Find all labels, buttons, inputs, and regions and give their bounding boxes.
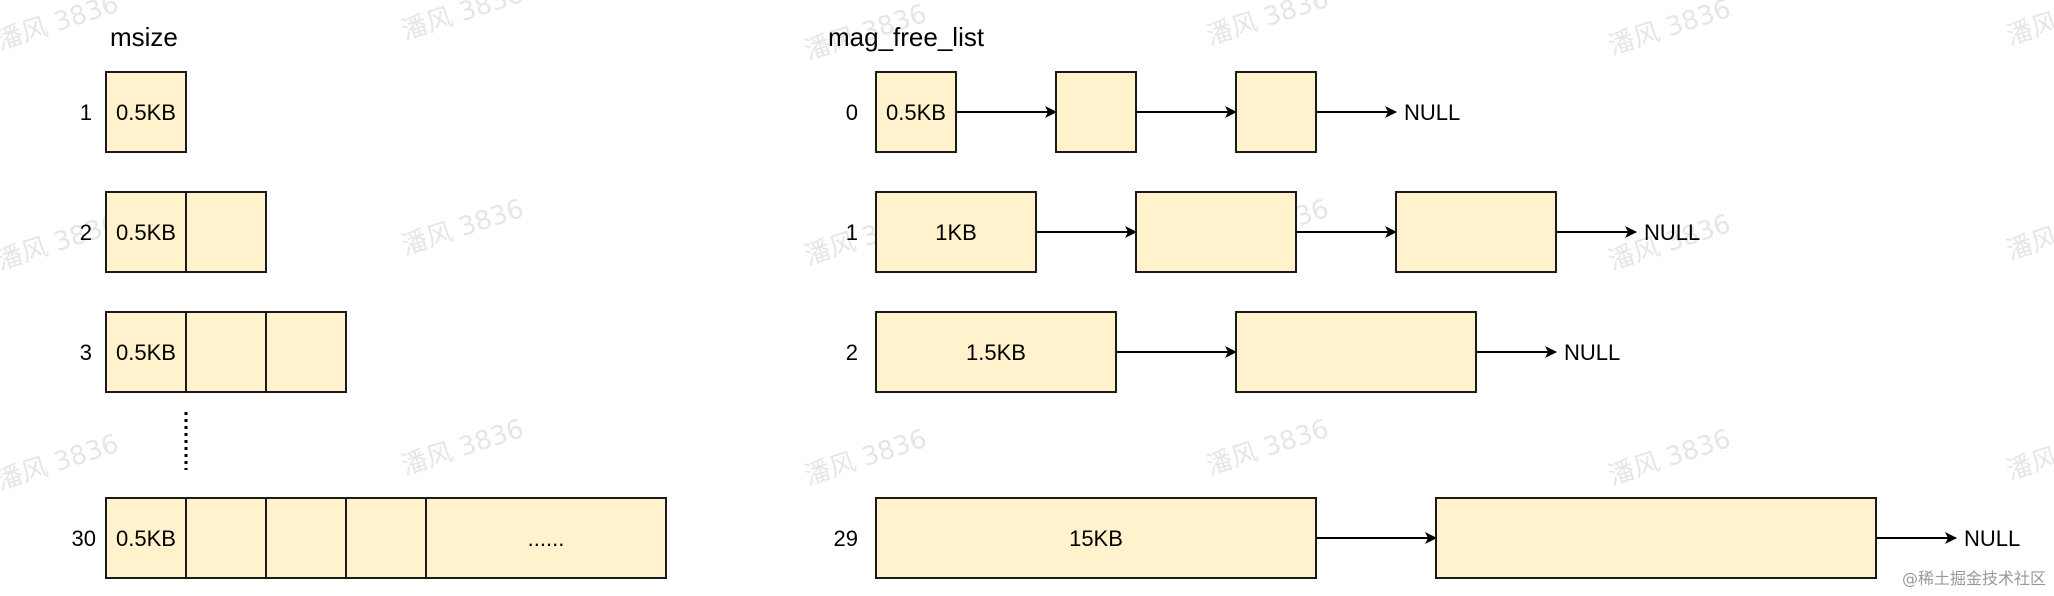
msize-row-index: 3 bbox=[80, 340, 92, 365]
free-list-node-label: 15KB bbox=[1069, 526, 1123, 551]
null-terminator: NULL bbox=[1644, 220, 1700, 245]
source-credit: @稀土掘金技术社区 bbox=[1902, 569, 2046, 588]
watermark: 潘风 3836 bbox=[2003, 199, 2054, 267]
msize-cell-label: 0.5KB bbox=[116, 220, 176, 245]
msize-cell bbox=[185, 191, 267, 273]
msize-cell bbox=[425, 497, 667, 579]
free-list-node bbox=[1435, 497, 1877, 579]
msize-cell-label: 0.5KB bbox=[116, 100, 176, 125]
watermark: 潘风 3836 bbox=[0, 209, 122, 277]
free-list-node bbox=[1235, 311, 1477, 393]
msize-cell bbox=[265, 497, 347, 579]
msize-cell bbox=[345, 497, 427, 579]
watermark: 潘风 3836 bbox=[1605, 0, 1735, 62]
msize-row: 1 0.5KB bbox=[80, 71, 187, 153]
msize-cell-label: 0.5KB bbox=[116, 526, 176, 551]
free-list-row: 1 1KB NULL bbox=[846, 191, 1700, 273]
watermark: 潘风 3836 bbox=[1203, 0, 1333, 52]
free-list-node bbox=[1135, 191, 1297, 273]
free-list-row: 0 0.5KB NULL bbox=[846, 71, 1460, 153]
msize-row: 2 0.5KB bbox=[80, 191, 267, 273]
free-list-node bbox=[1395, 191, 1557, 273]
watermark: 潘风 3836 bbox=[398, 194, 528, 262]
msize-title: msize bbox=[110, 22, 178, 52]
free-list-node bbox=[875, 191, 1037, 273]
watermark: 潘风 3836 bbox=[398, 0, 528, 47]
free-list-row-index: 1 bbox=[846, 220, 858, 245]
free-list-node bbox=[875, 71, 957, 153]
free-list-row-index: 2 bbox=[846, 340, 858, 365]
free-list-row: 2 1.5KB NULL bbox=[846, 311, 1620, 393]
null-terminator: NULL bbox=[1404, 100, 1460, 125]
watermark: 潘风 3836 bbox=[0, 0, 122, 57]
free-list-node-label: 1KB bbox=[935, 220, 977, 245]
msize-cell bbox=[265, 311, 347, 393]
msize-row-index: 30 bbox=[72, 526, 96, 551]
free-list-node bbox=[875, 497, 1317, 579]
watermark: 潘风 3836 bbox=[2003, 419, 2054, 487]
watermark: 潘风 3836 bbox=[0, 429, 122, 497]
free-list-row: 29 15KB NULL bbox=[834, 497, 2020, 579]
msize-cell-label: 0.5KB bbox=[116, 340, 176, 365]
free-list-node bbox=[875, 311, 1117, 393]
msize-cell bbox=[105, 311, 187, 393]
free-list-row-index: 0 bbox=[846, 100, 858, 125]
free-list-node bbox=[1235, 71, 1317, 153]
msize-row-index: 1 bbox=[80, 100, 92, 125]
msize-row: 30 0.5KB ...... bbox=[72, 497, 667, 579]
watermark: 潘风 3836 bbox=[1203, 414, 1333, 482]
free-list-node-label: 1.5KB bbox=[966, 340, 1026, 365]
watermark: 潘风 3836 bbox=[398, 414, 528, 482]
mag-free-list-title: mag_free_list bbox=[828, 22, 985, 52]
free-list-node-label: 0.5KB bbox=[886, 100, 946, 125]
null-terminator: NULL bbox=[1964, 526, 2020, 551]
watermark: 潘风 3836 bbox=[801, 424, 931, 492]
msize-cell-ellipsis: ...... bbox=[528, 526, 565, 551]
free-list-row-index: 29 bbox=[834, 526, 858, 551]
msize-cell bbox=[105, 71, 187, 153]
msize-cell bbox=[185, 497, 267, 579]
msize-cell bbox=[105, 191, 187, 273]
null-terminator: NULL bbox=[1564, 340, 1620, 365]
msize-cell bbox=[185, 311, 267, 393]
msize-row-index: 2 bbox=[80, 220, 92, 245]
watermark: 潘风 3836 bbox=[2003, 0, 2054, 52]
watermark: 潘风 3836 bbox=[1605, 424, 1735, 492]
msize-row: 3 0.5KB bbox=[80, 311, 347, 393]
free-list-node bbox=[1055, 71, 1137, 153]
